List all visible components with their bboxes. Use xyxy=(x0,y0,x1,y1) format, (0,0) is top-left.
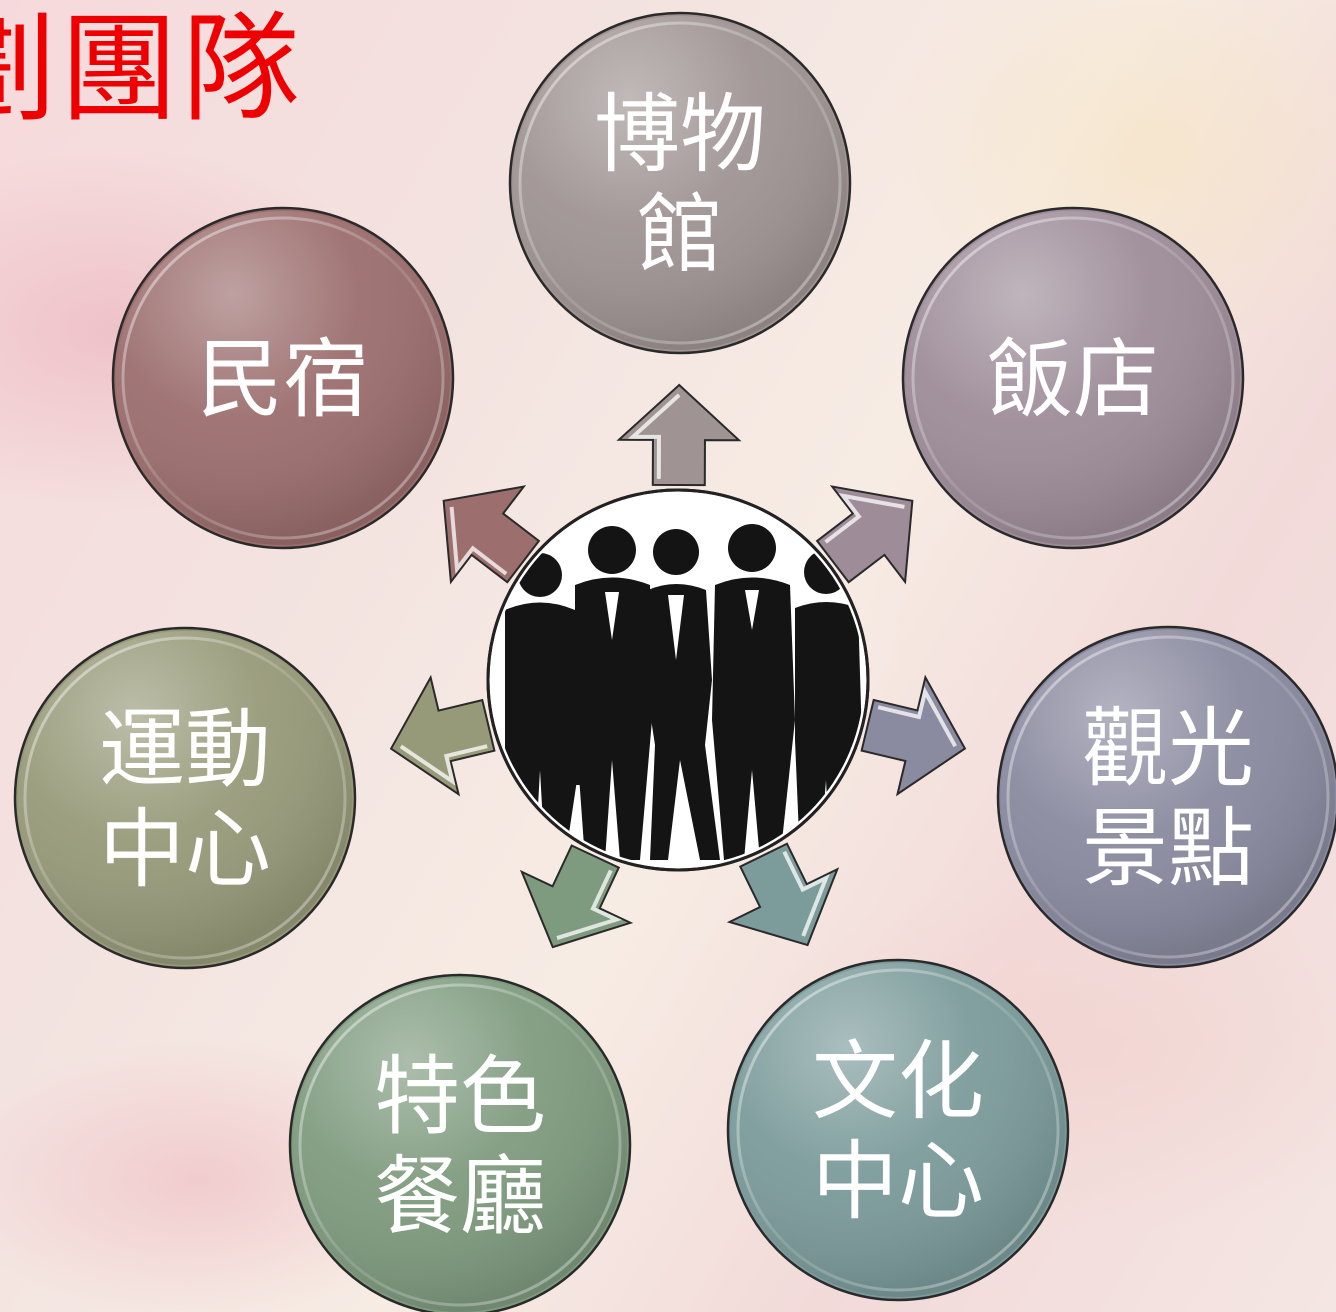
center-hub xyxy=(486,488,870,872)
node-label-line: 民宿 xyxy=(197,330,369,430)
business-people-silhouette-icon xyxy=(505,524,862,860)
node-museum xyxy=(508,11,852,355)
node-label-line: 文化 xyxy=(812,1032,984,1132)
node-label-museum: 博物館 xyxy=(594,85,766,285)
page-title: 劃團隊 xyxy=(0,0,305,138)
node-culture xyxy=(726,958,1070,1302)
node-label-line: 觀光 xyxy=(1082,699,1254,799)
node-label-line: 景點 xyxy=(1082,799,1254,899)
node-label-line: 運動 xyxy=(99,700,271,800)
arrow-to-sports xyxy=(389,674,496,797)
node-label-bnb: 民宿 xyxy=(197,330,369,430)
node-label-line: 中心 xyxy=(812,1132,984,1232)
node-label-culture: 文化中心 xyxy=(812,1032,984,1232)
node-label-line: 餐廳 xyxy=(374,1147,546,1247)
node-hotel xyxy=(901,206,1245,550)
arrow-to-scenic xyxy=(860,674,967,797)
arrow-to-bnb xyxy=(442,485,541,585)
node-label-line: 特色 xyxy=(374,1047,546,1147)
arrow-to-culture xyxy=(726,842,840,947)
node-label-sports: 運動中心 xyxy=(99,700,271,900)
arrow-to-museum xyxy=(616,383,742,487)
node-label-hotel: 飯店 xyxy=(987,330,1159,430)
node-restaurant xyxy=(288,973,632,1312)
node-label-line: 中心 xyxy=(99,800,271,900)
node-sports xyxy=(13,626,357,970)
arrow-to-hotel xyxy=(815,485,914,585)
arrow-to-restaurant xyxy=(519,844,634,949)
node-label-line: 博物 xyxy=(594,85,766,185)
node-label-scenic: 觀光景點 xyxy=(1082,699,1254,899)
node-label-line: 飯店 xyxy=(987,330,1159,430)
node-scenic xyxy=(996,625,1336,969)
node-bnb xyxy=(111,206,455,550)
node-label-line: 館 xyxy=(637,185,723,285)
node-label-restaurant: 特色餐廳 xyxy=(374,1047,546,1247)
